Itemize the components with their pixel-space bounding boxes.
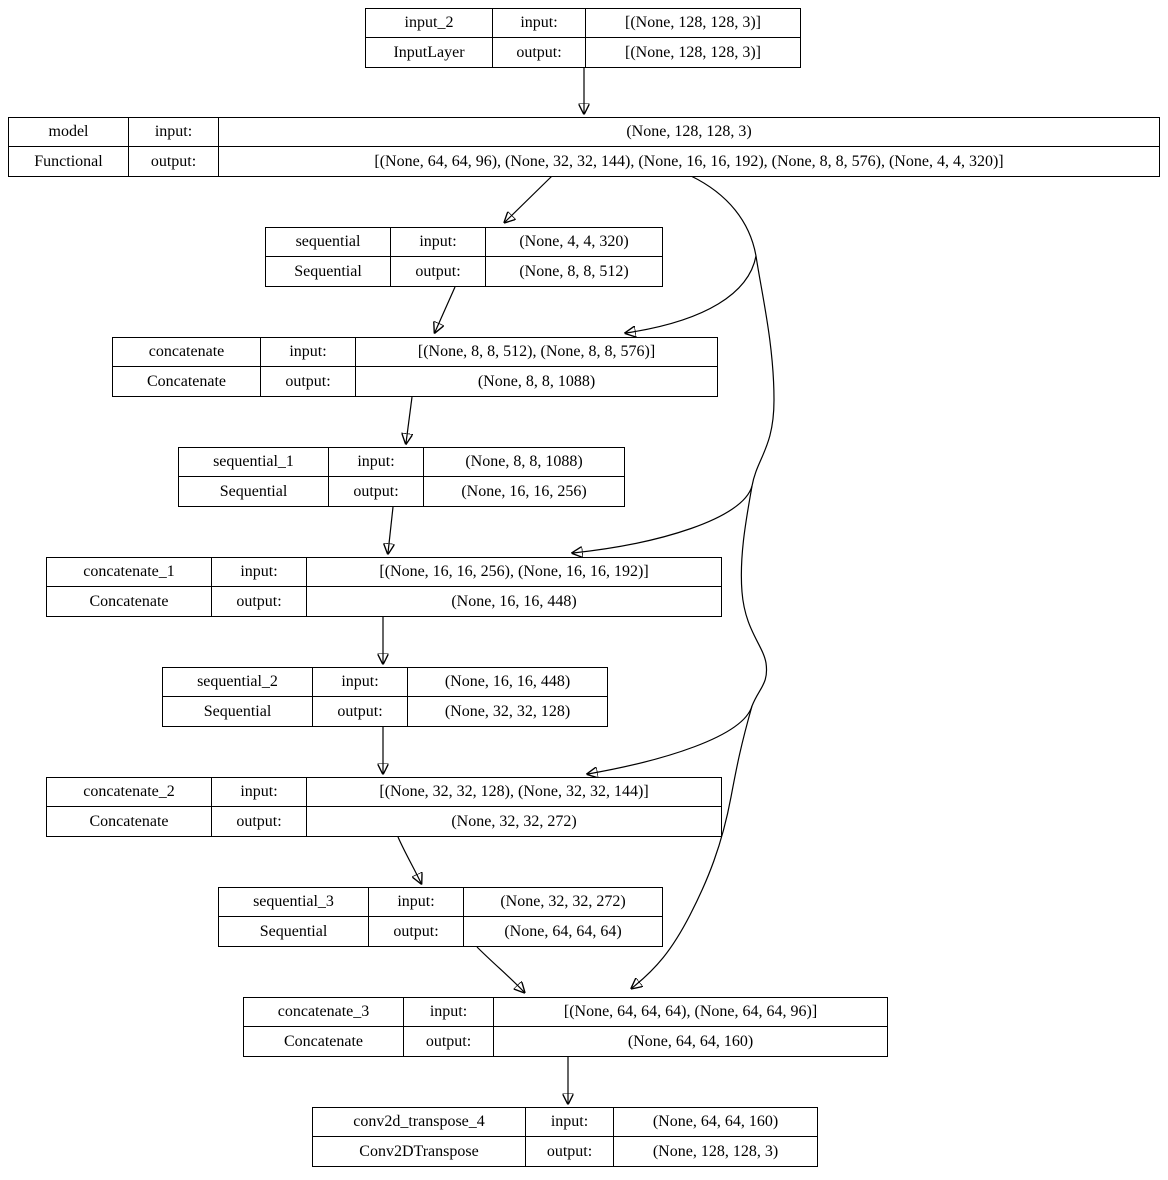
output-shape: [(None, 128, 128, 3)] — [625, 43, 761, 61]
layer-class: Sequential — [163, 697, 313, 726]
layer-name: concatenate_3 — [244, 998, 404, 1027]
output-label: output: — [212, 807, 307, 836]
edge-concatenate_2-to-sequential_3 — [397, 836, 421, 883]
layer-node-concatenate: concatenate input: [(None, 8, 8, 512), (… — [112, 337, 718, 397]
input-label: input: — [526, 1108, 614, 1137]
layer-name: concatenate_1 — [47, 558, 212, 587]
layer-node-sequential_3: sequential_3 input: (None, 32, 32, 272) … — [218, 887, 663, 947]
layer-node-sequential: sequential input: (None, 4, 4, 320) Sequ… — [265, 227, 663, 287]
layer-node-sequential_2: sequential_2 input: (None, 16, 16, 448) … — [162, 667, 608, 727]
input-label: input: — [391, 228, 486, 257]
output-label: output: — [329, 477, 424, 506]
output-label: output: — [391, 257, 486, 286]
input-shape: [(None, 64, 64, 64), (None, 64, 64, 96)] — [494, 998, 887, 1027]
input-shape: [(None, 128, 128, 3)] — [586, 9, 800, 38]
layer-class: InputLayer — [366, 38, 493, 67]
layer-node-conv2d_transpose_4: conv2d_transpose_4 input: (None, 64, 64,… — [312, 1107, 818, 1167]
output-shape: (None, 32, 32, 272) — [451, 812, 577, 830]
output-shape: (None, 8, 8, 512) — [519, 262, 629, 280]
layer-node-concatenate_1: concatenate_1 input: [(None, 16, 16, 256… — [46, 557, 722, 617]
input-label: input: — [261, 338, 356, 367]
input-label: input: — [493, 9, 586, 38]
input-label: input: — [212, 778, 307, 807]
output-shape: (None, 64, 64, 64) — [504, 922, 622, 940]
output-shape: (None, 16, 16, 448) — [451, 592, 577, 610]
output-label: output: — [404, 1027, 494, 1056]
output-label: output: — [369, 917, 464, 946]
output-shape: (None, 64, 64, 160) — [627, 1032, 754, 1050]
edge-sequential_3-to-concatenate_3 — [476, 946, 524, 992]
layer-class: Sequential — [266, 257, 391, 286]
input-shape: (None, 4, 4, 320) — [486, 228, 662, 257]
edge-model-to-concatenate_2 — [588, 705, 753, 774]
input-shape: (None, 8, 8, 1088) — [424, 448, 624, 477]
output-shape: (None, 128, 128, 3) — [652, 1142, 779, 1160]
layer-name: concatenate_2 — [47, 778, 212, 807]
input-label: input: — [404, 998, 494, 1027]
layer-class: Sequential — [179, 477, 329, 506]
layer-name: sequential — [266, 228, 391, 257]
layer-node-input_2: input_2 input: [(None, 128, 128, 3)] Inp… — [365, 8, 801, 68]
input-label: input: — [369, 888, 464, 917]
output-shape: [(None, 64, 64, 96), (None, 32, 32, 144)… — [374, 152, 1004, 170]
layer-class: Concatenate — [47, 587, 212, 616]
output-label: output: — [313, 697, 408, 726]
layer-node-concatenate_3: concatenate_3 input: [(None, 64, 64, 64)… — [243, 997, 888, 1057]
layer-name: sequential_3 — [219, 888, 369, 917]
edge-sequential_1-to-concatenate_1 — [388, 506, 393, 553]
input-shape: (None, 16, 16, 448) — [408, 668, 607, 697]
layer-name: input_2 — [366, 9, 493, 38]
layer-class: Concatenate — [47, 807, 212, 836]
output-label: output: — [526, 1137, 614, 1166]
output-label: output: — [261, 367, 356, 396]
output-label: output: — [493, 38, 586, 67]
layer-name: conv2d_transpose_4 — [313, 1108, 526, 1137]
output-shape: (None, 8, 8, 1088) — [477, 372, 596, 390]
layer-node-concatenate_2: concatenate_2 input: [(None, 32, 32, 128… — [46, 777, 722, 837]
layer-class: Sequential — [219, 917, 369, 946]
edge-concatenate-to-sequential_1 — [406, 396, 412, 443]
input-shape: (None, 128, 128, 3) — [219, 118, 1159, 147]
input-shape: (None, 64, 64, 160) — [614, 1108, 817, 1137]
output-label: output: — [129, 147, 219, 176]
input-shape: (None, 32, 32, 272) — [464, 888, 662, 917]
layer-name: sequential_2 — [163, 668, 313, 697]
layer-name: concatenate — [113, 338, 261, 367]
input-shape: [(None, 8, 8, 512), (None, 8, 8, 576)] — [356, 338, 717, 367]
layer-name: sequential_1 — [179, 448, 329, 477]
layer-class: Conv2DTranspose — [313, 1137, 526, 1166]
output-label: output: — [212, 587, 307, 616]
layer-name: model — [9, 118, 129, 147]
input-shape: [(None, 32, 32, 128), (None, 32, 32, 144… — [307, 778, 721, 807]
edge-sequential-to-concatenate — [435, 286, 456, 332]
output-shape: (None, 32, 32, 128) — [444, 702, 571, 720]
input-shape: [(None, 16, 16, 256), (None, 16, 16, 192… — [307, 558, 721, 587]
layer-node-sequential_1: sequential_1 input: (None, 8, 8, 1088) S… — [178, 447, 625, 507]
layer-class: Concatenate — [113, 367, 261, 396]
output-shape: (None, 16, 16, 256) — [461, 482, 587, 500]
layer-class: Concatenate — [244, 1027, 404, 1056]
layer-node-model: model input: (None, 128, 128, 3) Functio… — [8, 117, 1160, 177]
input-label: input: — [329, 448, 424, 477]
input-label: input: — [313, 668, 408, 697]
layer-class: Functional — [9, 147, 129, 176]
input-label: input: — [212, 558, 307, 587]
edge-model-to-sequential — [505, 175, 553, 222]
input-label: input: — [129, 118, 219, 147]
